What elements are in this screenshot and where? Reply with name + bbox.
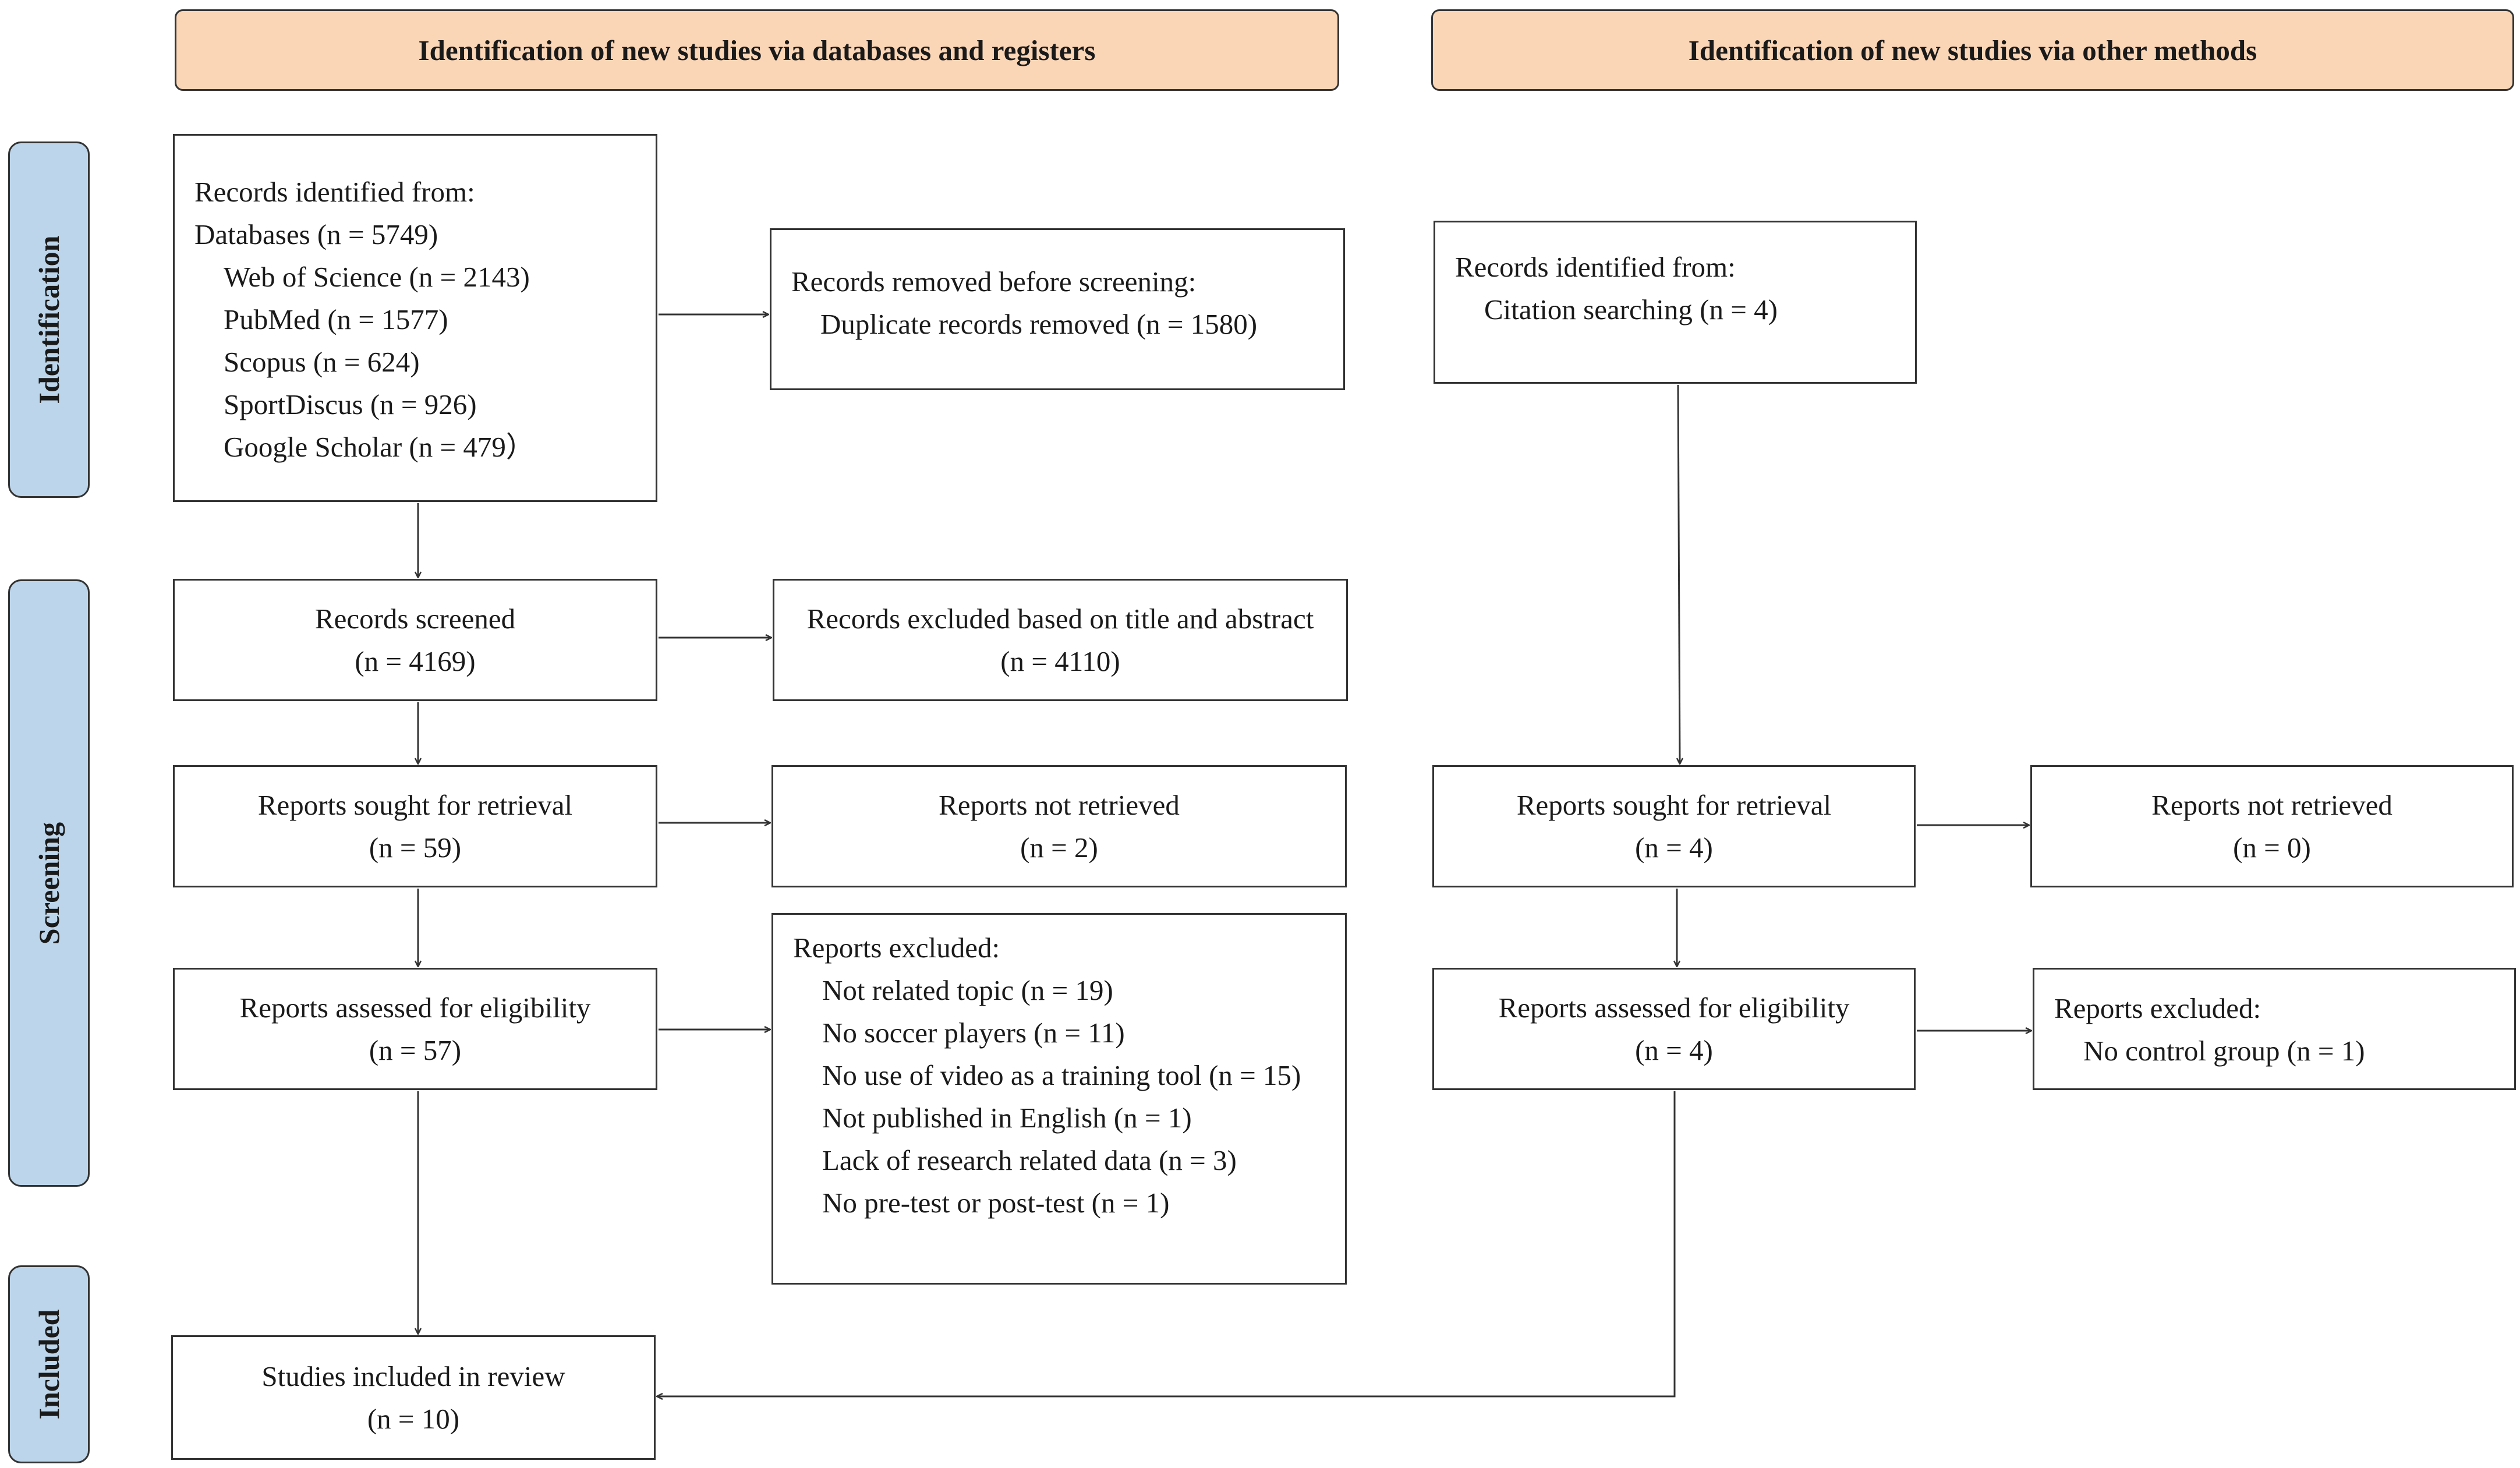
right-reports-not-retrieved-title: Reports not retrieved (2151, 789, 2392, 821)
records-identified-title: Records identified from: (194, 176, 475, 208)
right-reports-sought-box: Reports sought for retrieval (n = 4) (1432, 765, 1916, 887)
records-screened-title: Records screened (314, 603, 516, 635)
excluded-reason: Not related topic (n = 19) (822, 974, 1113, 1006)
arrow-right-to-included (657, 1091, 1676, 1396)
header-databases: Identification of new studies via databa… (175, 9, 1339, 91)
excluded-reason: Not published in English (n = 1) (822, 1102, 1192, 1134)
source-sportdiscus: SportDiscus (n = 926) (224, 388, 477, 420)
source-web-of-science: Web of Science (n = 2143) (224, 261, 530, 293)
right-reports-excluded-box: Reports excluded: No control group (n = … (2033, 968, 2516, 1090)
reports-assessed-box: Reports assessed for eligibility (n = 57… (173, 968, 657, 1090)
right-reports-assessed-count: (n = 4) (1635, 1034, 1713, 1066)
records-removed-title: Records removed before screening: (791, 266, 1197, 298)
reports-sought-box: Reports sought for retrieval (n = 59) (173, 765, 657, 887)
source-google-scholar: Google Scholar (n = 479） (224, 431, 535, 463)
records-removed-box: Records removed before screening: Duplic… (770, 228, 1345, 390)
header-other-methods: Identification of new studies via other … (1431, 9, 2514, 91)
source-scopus: Scopus (n = 624) (224, 346, 420, 378)
right-excluded-reason: No control group (n = 1) (2083, 1035, 2365, 1067)
studies-included-count: (n = 10) (367, 1403, 460, 1435)
citation-searching-count: Citation searching (n = 4) (1484, 293, 1778, 326)
records-excluded-title-box: Records excluded based on title and abst… (773, 579, 1348, 701)
right-reports-not-retrieved-box: Reports not retrieved (n = 0) (2030, 765, 2514, 887)
stage-screening: Screening (8, 579, 90, 1187)
source-pubmed: PubMed (n = 1577) (224, 303, 448, 335)
reports-sought-title: Reports sought for retrieval (257, 789, 573, 821)
duplicates-removed: Duplicate records removed (n = 1580) (820, 308, 1258, 340)
records-screened-box: Records screened (n = 4169) (173, 579, 657, 701)
reports-not-retrieved-count: (n = 2) (1020, 832, 1098, 864)
citation-records-title: Records identified from: (1455, 251, 1736, 283)
excluded-reason: Lack of research related data (n = 3) (822, 1144, 1237, 1176)
reports-not-retrieved-title: Reports not retrieved (939, 789, 1180, 821)
arrow-right-to-sought (1678, 384, 1680, 764)
right-reports-sought-title: Reports sought for retrieval (1516, 789, 1832, 821)
records-screened-count: (n = 4169) (355, 645, 476, 677)
right-reports-not-retrieved-count: (n = 0) (2233, 832, 2311, 864)
right-reports-assessed-box: Reports assessed for eligibility (n = 4) (1432, 968, 1916, 1090)
reports-assessed-count: (n = 57) (369, 1034, 462, 1066)
records-excluded-title: Records excluded based on title and abst… (806, 603, 1314, 635)
reports-excluded-title: Reports excluded: (793, 932, 1000, 964)
studies-included-title: Studies included in review (261, 1360, 565, 1392)
stage-included: Included (8, 1265, 90, 1463)
right-reports-sought-count: (n = 4) (1635, 832, 1713, 864)
excluded-reason: No soccer players (n = 11) (822, 1017, 1125, 1049)
excluded-reason: No pre-test or post-test (n = 1) (822, 1187, 1170, 1219)
excluded-reason: No use of video as a training tool (n = … (822, 1059, 1301, 1091)
records-excluded-count: (n = 4110) (1000, 645, 1120, 677)
right-reports-excluded-title: Reports excluded: (2054, 992, 2261, 1024)
citation-records-box: Records identified from: Citation search… (1434, 221, 1917, 384)
right-reports-assessed-title: Reports assessed for eligibility (1498, 992, 1850, 1024)
records-identified-box: Records identified from: Databases (n = … (173, 134, 657, 502)
reports-sought-count: (n = 59) (369, 832, 462, 864)
reports-assessed-title: Reports assessed for eligibility (239, 992, 591, 1024)
databases-count: Databases (n = 5749) (194, 218, 438, 250)
stage-identification: Identification (8, 142, 90, 498)
studies-included-box: Studies included in review (n = 10) (171, 1335, 656, 1460)
reports-excluded-box: Reports excluded: Not related topic (n =… (771, 913, 1347, 1285)
reports-not-retrieved-box: Reports not retrieved (n = 2) (771, 765, 1347, 887)
